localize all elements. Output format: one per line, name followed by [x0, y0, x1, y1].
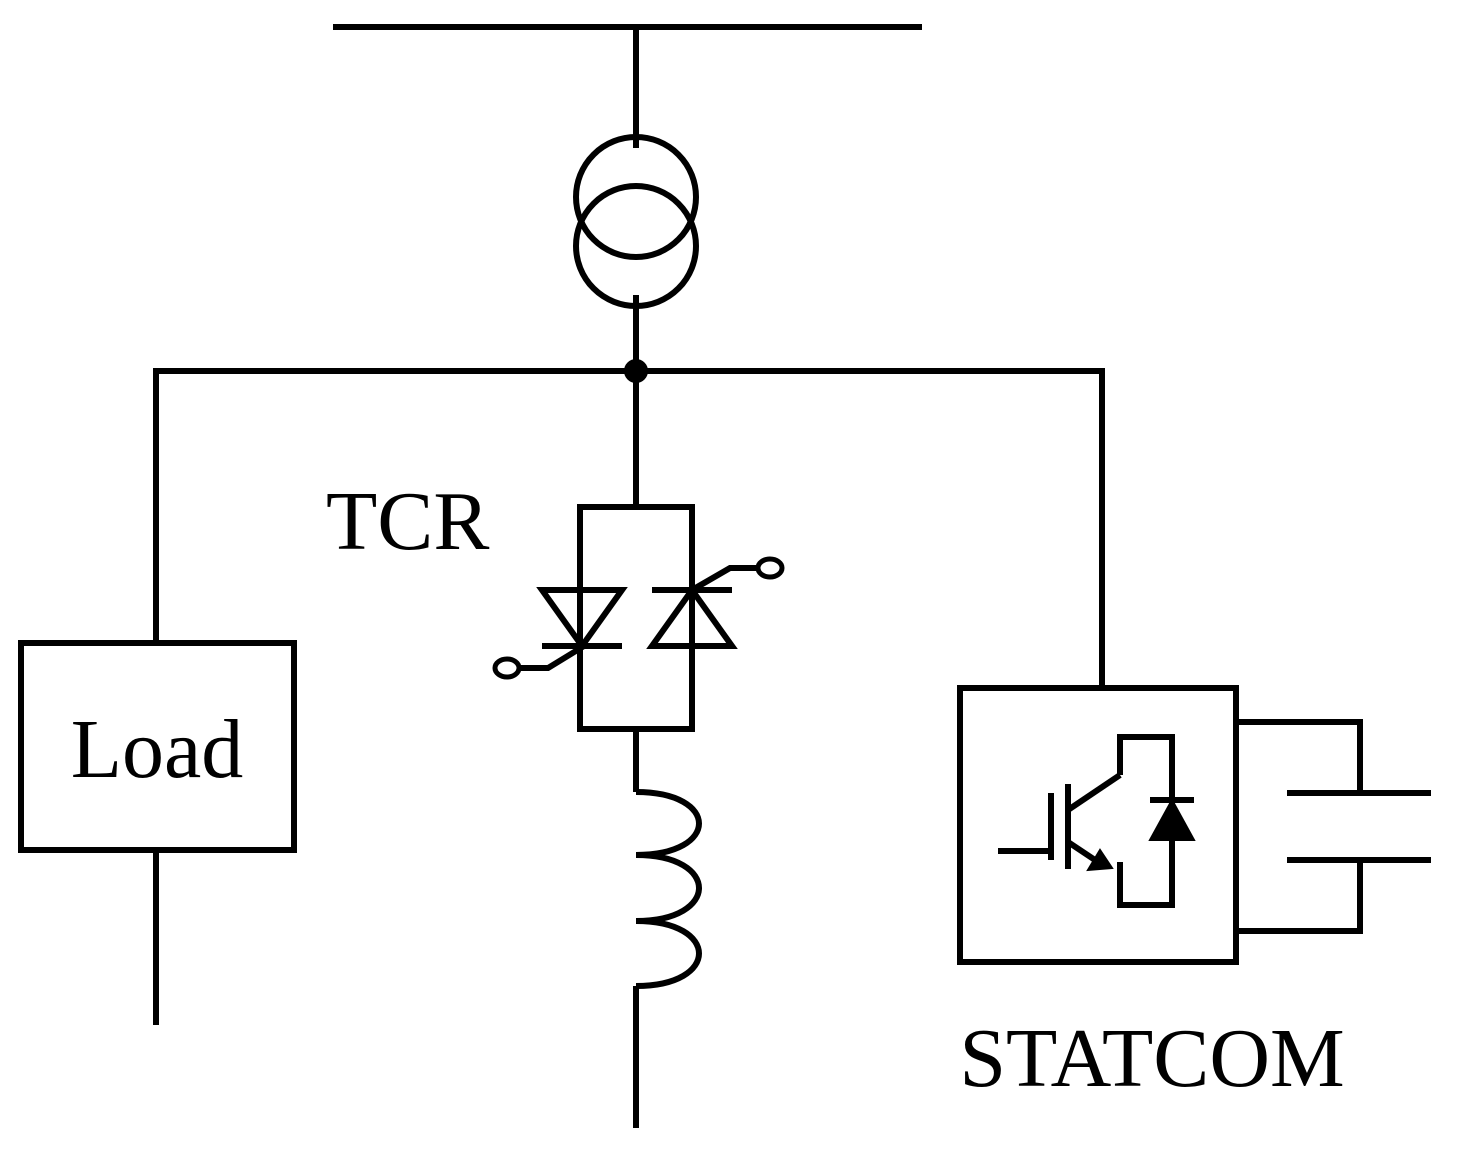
emitter-arrow-icon: [1086, 848, 1114, 872]
thyristor-left-icon: [492, 587, 628, 680]
dc-capacitor-icon: [1236, 719, 1431, 934]
freewheel-diode-icon: [1148, 797, 1196, 841]
transformer-symbol: [573, 134, 699, 309]
right-gate-terminal: [755, 556, 785, 580]
statcom-label: STATCOM: [959, 1012, 1344, 1105]
reactor-coil-icon: [635, 789, 702, 989]
tcr-label: TCR: [326, 475, 489, 568]
load-label: Load: [71, 703, 244, 796]
load-branch: Load: [18, 640, 297, 1025]
thyristor-right-icon: [646, 556, 785, 649]
left-gate-terminal: [492, 656, 522, 680]
tcr-branch: TCR: [326, 371, 785, 1128]
transformer-primary-winding: [573, 134, 699, 260]
transformer-secondary-winding: [573, 183, 699, 309]
statcom-branch: STATCOM: [957, 685, 1431, 1105]
statcom-box: [957, 685, 1239, 965]
